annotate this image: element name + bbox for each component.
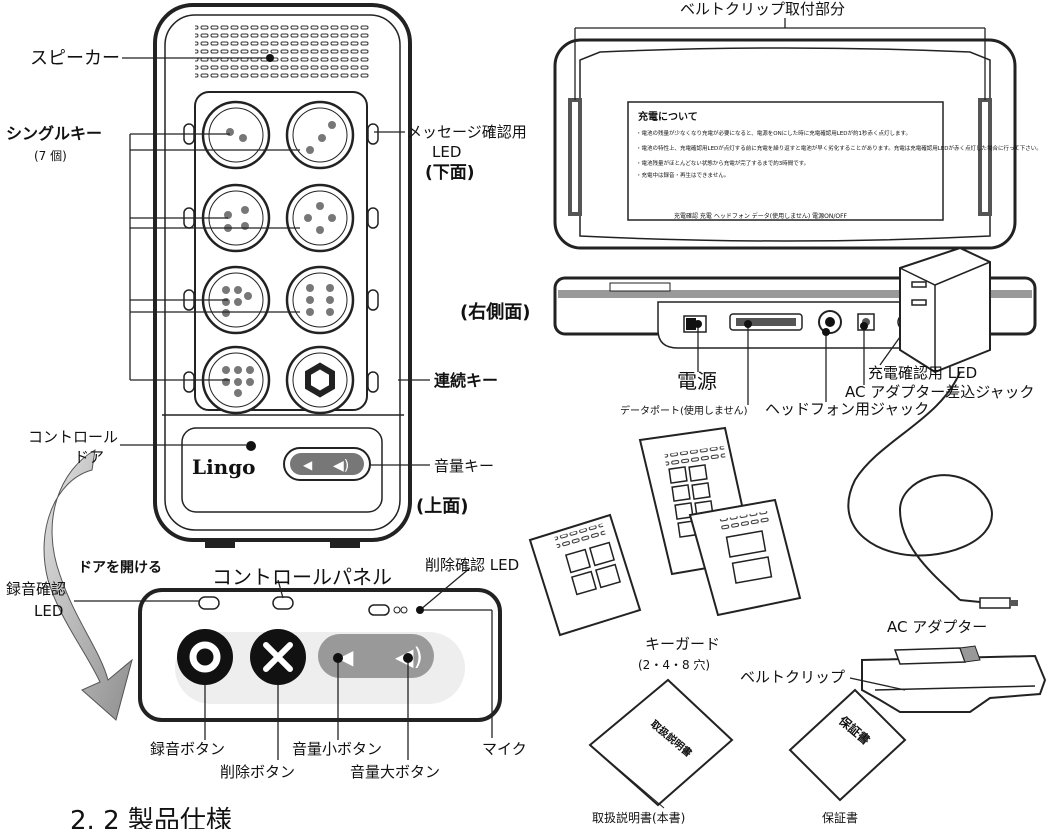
label-key-guard: キーガード: [645, 635, 720, 653]
record-ring-icon: [189, 641, 221, 673]
label-data-port: データポート(使用しません): [620, 404, 748, 417]
warranty: 保証書: [788, 688, 907, 802]
control-panel: ◀ ◀): [138, 588, 502, 722]
key-guard-2: [688, 498, 802, 617]
volume-down-icon: ◀: [303, 458, 313, 472]
single-key-1[interactable]: [201, 100, 271, 170]
label-top-face: (上面): [416, 496, 468, 517]
label-ac-adapter: AC アダプター: [887, 618, 987, 636]
device-front: Lingo ◀ ◀): [153, 3, 412, 548]
label-control-door-2: ドア: [74, 448, 104, 466]
ac-adapter: [847, 246, 1018, 609]
volume-up-icon: ◀): [333, 458, 349, 474]
charging-sticker: [627, 101, 944, 221]
continuous-key[interactable]: [285, 345, 355, 415]
label-record-button: 録音ボタン: [150, 740, 225, 758]
front-callouts: [120, 54, 430, 466]
belt-clip-callout: [574, 18, 986, 100]
label-headphone-jack: ヘッドフォン用ジャック: [765, 400, 929, 418]
manual: 取扱説明書: [588, 678, 734, 809]
label-bottom-face: (下面): [425, 163, 475, 183]
hexagon-icon: [305, 362, 335, 398]
label-delete-led: 削除確認 LED: [425, 556, 519, 574]
label-message-led: メッセージ確認用: [407, 123, 527, 141]
single-key-6[interactable]: [285, 265, 355, 335]
record-button[interactable]: [177, 629, 233, 685]
label-key-guard-holes: (2・4・8 穴): [638, 657, 710, 672]
label-volume-key: 音量キー: [434, 457, 494, 475]
label-manual: 取扱説明書(本書): [592, 810, 685, 825]
device-back: 充電について ・電池の残量が少なくなり充電が必要になると、電源をONにした時に充…: [553, 38, 1042, 250]
sticker-title: 充電について: [638, 110, 698, 123]
label-continuous-key: 連続キー: [434, 371, 498, 390]
label-volume-up-button: 音量大ボタン: [350, 763, 440, 781]
label-record-led-2: LED: [34, 602, 63, 620]
close-icon: [263, 642, 293, 672]
delete-confirm-led: [368, 604, 390, 616]
label-volume-down-button: 音量小ボタン: [292, 740, 382, 758]
panel-callouts: [74, 567, 493, 760]
label-message-led-2: LED: [432, 143, 461, 161]
label-right-face: (右側面): [460, 301, 530, 323]
key-guards: [528, 426, 802, 637]
volume-button-bar[interactable]: [318, 634, 434, 678]
open-door-arrow: [43, 449, 133, 721]
svg-text:・電池の残量が少なくなり充電が必要になると、電源をONにした: ・電池の残量が少なくなり充電が必要になると、電源をONにした時に充電確認用LED…: [636, 129, 911, 137]
label-power: 電源: [677, 369, 717, 393]
label-belt-clip-mount: ベルトクリップ取付部分: [680, 0, 845, 18]
belt-clip: [861, 645, 1047, 713]
svg-text:・電池残量がほとんどない状態から充電が完了するまで約3時間で: ・電池残量がほとんどない状態から充電が完了するまで約3時間です。: [636, 159, 809, 167]
single-key-4[interactable]: [285, 183, 355, 253]
label-control-door: コントロール: [28, 428, 118, 446]
label-charge-led: 充電確認用 LED: [868, 364, 977, 382]
label-belt-clip: ベルトクリップ: [740, 668, 845, 686]
control-door-latch: [246, 441, 256, 451]
volume-down-icon: ◀: [338, 645, 354, 669]
label-mic: マイク: [482, 740, 527, 758]
section-heading: 2. 2 製品仕様: [70, 806, 232, 829]
label-speaker: スピーカー: [30, 48, 120, 69]
label-open-door: ドアを開ける: [78, 560, 162, 576]
svg-text:充電確認 充電 ヘッドフォン データ(使用しません): 充電確認 充電 ヘッドフォン データ(使用しません) 電源ON/OFF: [674, 212, 848, 220]
svg-text:・電池の特性上、充電確認用LEDが点灯する前に充電を繰り返す: ・電池の特性上、充電確認用LEDが点灯する前に充電を繰り返すと電池が早く劣化する…: [636, 144, 1042, 152]
label-record-led: 録音確認: [6, 580, 66, 598]
record-led: [198, 596, 220, 610]
label-single-key-count: (7 個): [34, 149, 67, 163]
label-warranty: 保証書: [822, 811, 858, 825]
speaker-grille: [195, 22, 370, 80]
label-control-panel: コントロールパネル: [212, 565, 392, 589]
label-delete-button: 削除ボタン: [220, 763, 295, 781]
label-single-key: シングルキー: [6, 124, 102, 143]
svg-text:・充電中は録音・再生はできません。: ・充電中は録音・再生はできません。: [636, 171, 729, 179]
delete-status-led: [272, 596, 294, 610]
brand-logo: Lingo: [192, 455, 256, 479]
side-callouts: [694, 320, 906, 405]
label-ac-jack: AC アダプター差込ジャック: [845, 383, 1035, 401]
